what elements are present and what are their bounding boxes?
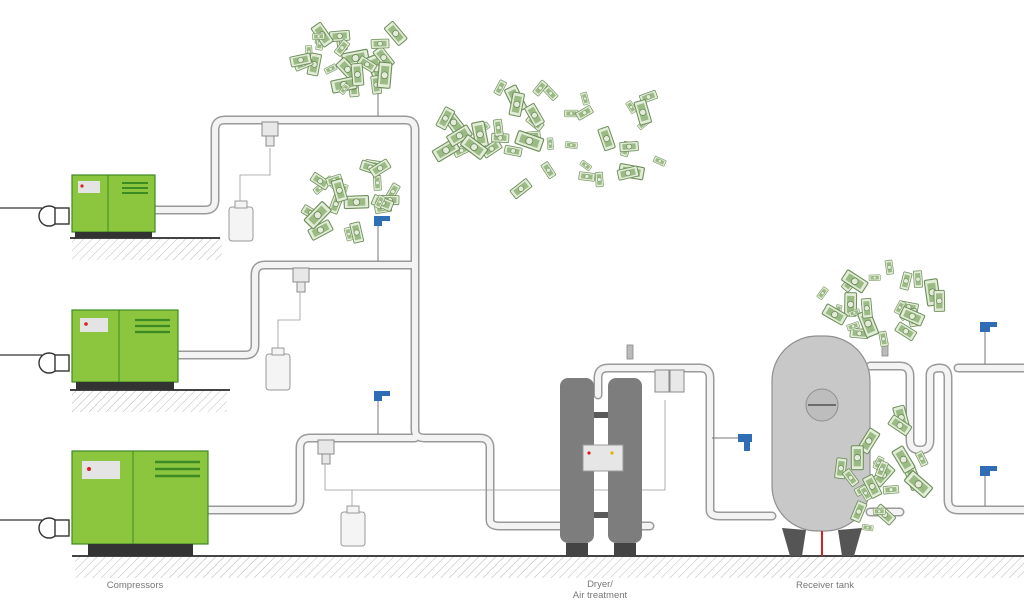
- ground: [70, 237, 1024, 578]
- dollar-bill-icon: [574, 104, 595, 121]
- dollar-bill-icon: [882, 484, 900, 495]
- compressor-2: [71, 309, 179, 390]
- dollar-bill-icon: [821, 303, 849, 326]
- pipework: [150, 115, 1024, 531]
- dollar-bill-icon: [580, 91, 590, 106]
- compressor-1: [71, 174, 156, 238]
- dryer: [560, 344, 642, 556]
- dollar-bill-icon: [376, 61, 393, 90]
- inline-filters: [261, 121, 685, 465]
- dollar-bill-icon: [594, 171, 604, 188]
- dollar-bill-icon: [860, 297, 873, 319]
- dollar-bill-icon: [311, 32, 326, 41]
- dryer-label-line1: Dryer/: [587, 579, 613, 590]
- dollar-bill-icon: [540, 160, 557, 180]
- dollar-bill-icon: [884, 259, 895, 276]
- compressors-label: Compressors: [106, 580, 164, 591]
- dollar-bill-icon: [323, 63, 338, 75]
- dollar-bill-icon: [503, 144, 523, 158]
- dollar-bill-icon: [350, 62, 365, 87]
- dollar-bill-icon: [633, 98, 653, 126]
- dollar-bill-icon: [619, 140, 640, 153]
- dollar-bill-icon: [509, 177, 533, 200]
- dollar-bill-icon: [872, 507, 886, 515]
- dryer-label-line2: Air treatment: [572, 590, 628, 601]
- dollar-bill-icon: [878, 330, 889, 348]
- dollar-bill-icon: [492, 118, 504, 137]
- power-cables: [0, 207, 42, 521]
- dollar-bill-icon: [899, 271, 913, 291]
- dollar-bill-icon: [652, 155, 667, 167]
- dollar-bill-icon: [370, 38, 390, 49]
- drain-lines: [239, 148, 666, 510]
- dollar-bill-icon: [493, 79, 508, 97]
- dollar-bill-icon: [523, 102, 546, 128]
- dollar-bill-icon: [861, 523, 874, 532]
- dryer-label: Dryer/ Air treatment: [560, 579, 640, 601]
- condensate-bottles: [228, 200, 366, 547]
- receiver-tank-label: Receiver tank: [795, 580, 855, 591]
- dollar-bill-icon: [912, 270, 924, 289]
- dollar-bill-icon: [933, 289, 946, 313]
- receiver-tank: [771, 335, 889, 556]
- dollar-bill-icon: [578, 171, 596, 182]
- dollar-bill-icon: [816, 286, 830, 301]
- dollar-bill-icon: [579, 159, 593, 172]
- power-socket-icon: [38, 205, 70, 539]
- dollar-bill-icon: [564, 141, 578, 150]
- dollar-bill-icon: [850, 445, 864, 471]
- dollar-bill-icon: [868, 274, 881, 282]
- dollar-bill-icon: [343, 194, 370, 210]
- compressor-3: [71, 450, 209, 556]
- dollar-bill-icon: [597, 125, 617, 152]
- dollar-bill-icon: [546, 137, 554, 151]
